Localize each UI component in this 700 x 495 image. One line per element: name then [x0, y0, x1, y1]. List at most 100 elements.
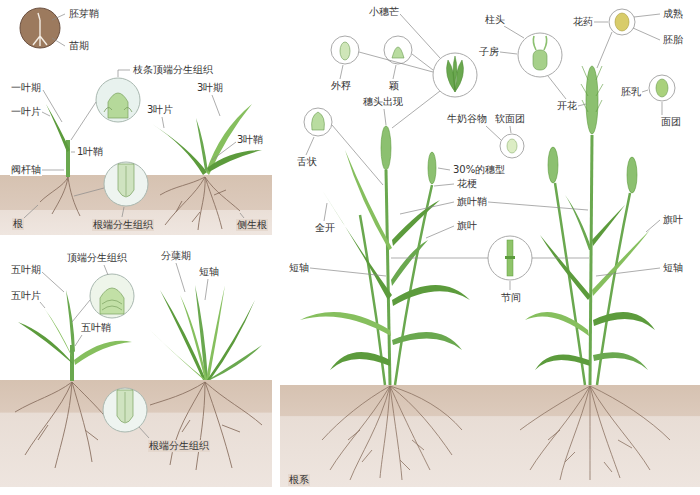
detail-inset	[340, 42, 350, 60]
mature-plant	[586, 66, 598, 134]
part-label: 旗叶	[662, 214, 684, 226]
heading-plant	[330, 352, 390, 370]
leader-line	[412, 54, 433, 70]
root	[176, 190, 226, 222]
leader-line	[548, 76, 566, 99]
root-system	[590, 386, 650, 470]
leader-line	[122, 207, 124, 217]
leader-line	[71, 102, 96, 140]
mature-plant	[525, 312, 589, 336]
detail-inset	[304, 9, 675, 280]
part-label: 1叶鞘	[76, 146, 104, 158]
leader-line	[596, 268, 660, 276]
meristem-inset	[118, 164, 134, 197]
root	[15, 382, 262, 470]
heading-plant	[322, 190, 392, 300]
mature-plant	[593, 312, 655, 330]
detail-inset	[507, 139, 517, 153]
meristem-inset	[100, 288, 124, 314]
root-system	[590, 386, 620, 478]
detail-inset	[304, 108, 332, 136]
seed-inset	[20, 8, 60, 48]
part-label: 3叶期	[196, 82, 224, 94]
root	[205, 177, 240, 211]
leader-line	[24, 205, 38, 218]
leader-line	[393, 65, 396, 79]
mature-plant	[535, 354, 590, 370]
leader-line	[634, 14, 660, 17]
root-system	[390, 386, 462, 430]
seedling-plant	[46, 104, 70, 152]
leader-line	[434, 184, 454, 186]
seedling-plant	[207, 150, 262, 172]
heading-plant	[300, 312, 391, 336]
meristem-inset	[96, 78, 148, 206]
part-label: 一叶片	[10, 106, 42, 118]
leader-line	[42, 112, 50, 116]
seed-inset	[33, 13, 47, 46]
part-label: 胚芽鞘	[68, 8, 100, 20]
root	[25, 382, 72, 455]
part-label: 胚胎	[662, 34, 684, 46]
part-label: 分蘖期	[160, 250, 192, 262]
heading-plant	[395, 185, 432, 385]
five-leaf-plant	[74, 341, 132, 365]
root	[52, 177, 68, 214]
tillering-plant	[160, 290, 206, 380]
mature-plant	[590, 135, 592, 385]
heading-plant	[428, 152, 436, 184]
meristem-inset	[90, 274, 147, 432]
leader-line	[642, 90, 648, 92]
seedling-plant	[196, 118, 208, 172]
detail-inset	[505, 256, 515, 259]
leader-line	[504, 26, 524, 38]
part-label: 面团	[660, 116, 682, 128]
leader-line	[42, 170, 64, 171]
root-system	[322, 386, 390, 440]
soil-band	[0, 380, 272, 487]
part-label: 柱头	[484, 14, 506, 26]
leader-line	[332, 125, 383, 185]
leader-line	[24, 14, 662, 438]
root-system	[590, 386, 670, 440]
detail-inset	[447, 56, 464, 92]
leader-line	[400, 14, 440, 58]
leader-line	[71, 152, 75, 153]
root-system	[560, 386, 590, 480]
part-label: 花药	[572, 16, 594, 28]
five-leaf-plant	[66, 290, 75, 352]
part-label: 侧生根	[236, 219, 268, 231]
part-label: 穗头出现	[362, 96, 404, 108]
part-label: 节间	[500, 292, 522, 304]
root-system	[322, 386, 670, 480]
root	[40, 177, 68, 202]
leader-line	[594, 22, 608, 23]
mature-plant	[548, 147, 558, 183]
leader-line	[43, 90, 62, 122]
leader-line	[118, 70, 130, 77]
seed-inset	[20, 8, 60, 48]
part-label: 旗叶鞘	[456, 196, 488, 208]
part-label: 五叶鞘	[80, 322, 112, 334]
part-label: 软面团	[494, 113, 526, 125]
root-system	[348, 430, 424, 470]
root	[205, 382, 232, 468]
leader-line	[42, 272, 64, 292]
detail-inset	[649, 75, 675, 101]
leader-line	[500, 52, 517, 54]
leader-line	[391, 258, 488, 259]
mature-plant	[593, 352, 648, 370]
detail-inset	[312, 112, 325, 130]
part-label: 短轴	[198, 266, 220, 278]
root	[205, 177, 222, 229]
leader-line	[510, 281, 511, 290]
meristem-inset	[125, 392, 126, 422]
part-label: 胚乳	[620, 86, 642, 98]
mature-plant	[581, 66, 603, 112]
detail-inset	[533, 36, 546, 50]
part-label: 根端分生组织	[92, 219, 154, 231]
leader-line	[340, 65, 343, 79]
leader-line	[74, 188, 104, 196]
mature-plant	[540, 235, 591, 300]
